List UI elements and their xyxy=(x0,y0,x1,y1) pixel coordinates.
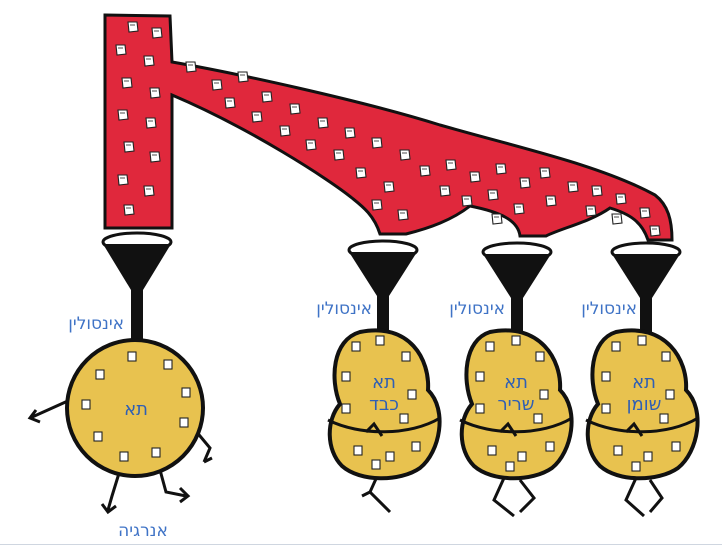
cell-main-label: תא xyxy=(124,399,148,420)
cell-fat-label-1: תא xyxy=(632,372,656,393)
insulin-label-liver: אינסולין xyxy=(316,299,372,319)
insulin-label-main: אינסולין xyxy=(68,314,124,334)
cell-muscle-label-1: תא xyxy=(504,372,528,393)
funnel-muscle xyxy=(483,243,551,334)
cell-fat-label-2: שומן xyxy=(627,394,662,415)
funnel-liver xyxy=(349,241,417,334)
insulin-label-muscle: אינסולין xyxy=(449,299,505,319)
cell-muscle xyxy=(460,330,572,516)
funnel-fat xyxy=(612,243,680,334)
cell-muscle-label-2: שריר xyxy=(497,394,534,415)
bottom-divider xyxy=(0,544,722,545)
cell-main xyxy=(30,340,212,512)
cell-liver-label-1: תא xyxy=(372,372,396,393)
insulin-label-fat: אינסולין xyxy=(581,299,637,319)
cell-fat xyxy=(586,330,698,516)
energy-label: אנרגיה xyxy=(118,521,168,541)
cell-liver xyxy=(328,330,440,512)
cell-liver-label-2: כבד xyxy=(369,394,399,415)
